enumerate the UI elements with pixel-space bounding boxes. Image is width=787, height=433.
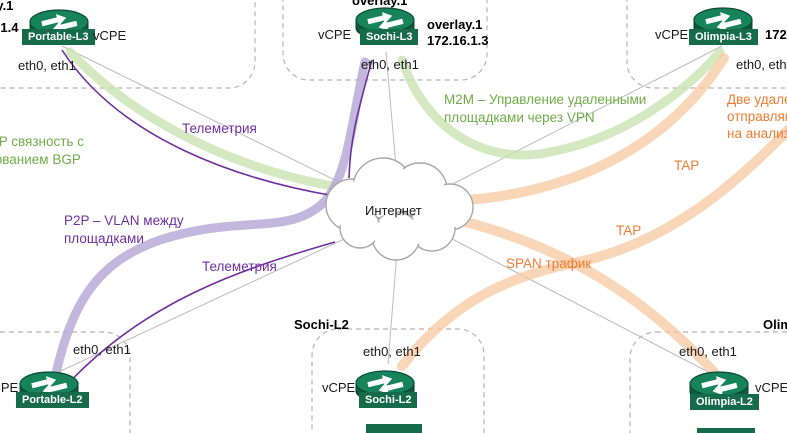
interfaces-label: eth0, eth1: [736, 57, 787, 72]
vcpe-label: vCPE: [322, 380, 356, 395]
site-badge-olimpia-l3: Olimpia-L3: [689, 29, 758, 45]
overlay-ip: 172.16.1.4: [0, 20, 19, 35]
interfaces-label: eth0, eth1: [361, 57, 419, 72]
analysis-annotation-line1: Две удаленные: [727, 92, 787, 107]
overlay-ip-fragment: 172: [765, 27, 787, 42]
bgp-annotation-line1: IP связность с: [0, 134, 84, 149]
vcpe-label: vCPE: [755, 380, 787, 395]
vcpe-label: vCPE: [318, 27, 352, 42]
tap-span-bands: [397, 53, 787, 377]
vcpe-label: vCPE: [93, 28, 127, 43]
site-title-sochi-l2: Sochi-L2: [294, 317, 349, 332]
internet-label: Интернет: [365, 203, 422, 218]
vcpe-label: vCPE: [0, 380, 19, 395]
telemetry-lines: [61, 49, 373, 387]
interfaces-label: eth0, eth1: [73, 342, 131, 357]
overlay-label: overlay.1: [0, 0, 14, 13]
interfaces-label: eth0, eth1: [18, 58, 76, 73]
vpn-m2m-bands: [65, 47, 725, 193]
analysis-annotation-line3: на анализ: [727, 126, 787, 141]
site-boundary: [282, 0, 488, 81]
p2p-vlan-annotation-line1: P2P – VLAN между: [64, 213, 184, 228]
overlay-ip: 172.16.1.3: [427, 33, 489, 48]
clipped-badge: [366, 424, 422, 433]
telemetry-annotation-top: Телеметрия: [182, 121, 257, 136]
vcpe-label: vCPE: [655, 27, 689, 42]
analysis-annotation-line2: отправляют: [727, 109, 787, 124]
tap-annotation-2: TAP: [616, 223, 642, 238]
m2m-vpn-annotation-line1: M2M – Управление удаленными: [444, 92, 647, 107]
p2p-vlan-annotation-line2: площадками: [64, 231, 144, 246]
overlay-label-fragment: overlay.1: [352, 0, 408, 8]
site-badge-portable-l2: Portable-L2: [16, 392, 89, 408]
p2p-vlan-band: [47, 57, 370, 397]
bgp-annotation-line2: использованием BGP: [0, 152, 81, 167]
tap-annotation-1: TAP: [674, 158, 700, 173]
internet-cloud: [325, 157, 474, 261]
site-title-olimpia-l2: Olimpia-L2: [763, 317, 787, 332]
site-badge-sochi-l2: Sochi-L2: [359, 392, 418, 408]
site-badge-portable-l3: Portable-L3: [22, 29, 95, 45]
clipped-badge: [697, 428, 755, 433]
interfaces-label: eth0, eth1: [363, 344, 421, 359]
overlay-label: overlay.1: [427, 17, 483, 32]
site-badge-sochi-l3: Sochi-L3: [360, 29, 419, 45]
m2m-vpn-annotation-line2: площадками через VPN: [444, 110, 595, 125]
span-traffic-annotation: SPAN трафик: [506, 256, 592, 271]
interfaces-label: eth0, eth1: [679, 344, 737, 359]
telemetry-annotation-bottom: Телеметрия: [202, 259, 277, 274]
site-badge-olimpia-l2: Olimpia-L2: [690, 394, 759, 410]
